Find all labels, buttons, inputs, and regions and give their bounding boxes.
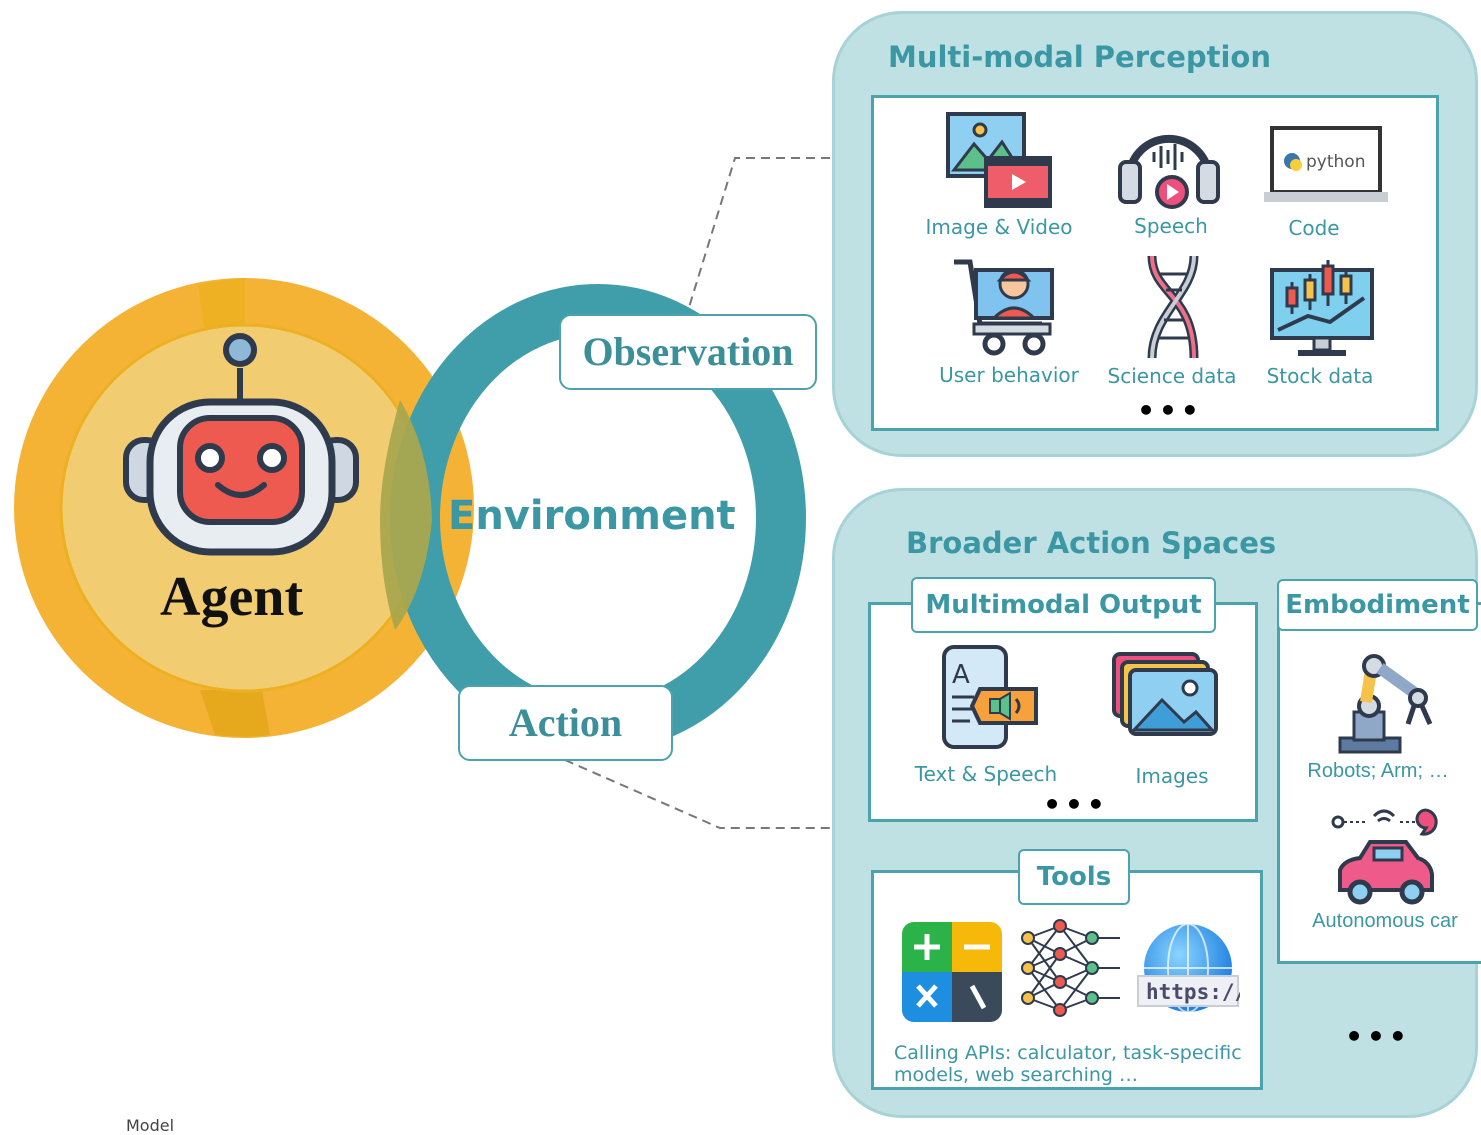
- action-spaces-title: Broader Action Spaces: [906, 526, 1277, 560]
- agent-label: Agent: [160, 566, 304, 628]
- footnote: Model: [126, 1116, 175, 1135]
- science-data-label: Science data: [1107, 364, 1237, 388]
- perception-more: •••: [1137, 394, 1203, 427]
- action-connector: [564, 759, 850, 829]
- environment-label: Environment: [448, 493, 736, 539]
- web-globe-icon: https://: [1137, 923, 1240, 1013]
- agent-ring-segment: [198, 278, 245, 333]
- robot-icon: [123, 333, 359, 556]
- action-label: Action: [458, 685, 673, 761]
- laptop-python-icon: python: [1264, 126, 1388, 202]
- neural-network-icon: [1021, 919, 1120, 1017]
- images-icon: [1112, 652, 1218, 736]
- observation-label: Observation: [559, 314, 817, 390]
- stock-data-label: Stock data: [1266, 364, 1374, 388]
- code-label: Code: [1288, 216, 1340, 240]
- robots-label: Robots; Arm; …: [1307, 760, 1449, 782]
- multimodal-output-title: Multimodal Output: [911, 577, 1216, 633]
- shopping-cart-user-icon: [954, 259, 1054, 356]
- url-text: https://: [1146, 980, 1240, 1004]
- headphones-icon: [1118, 134, 1220, 209]
- autonomous-car-icon: [1331, 808, 1438, 905]
- calculator-icon: [902, 922, 1002, 1022]
- text-speech-icon: A: [942, 645, 1038, 749]
- text-speech-label: Text & Speech: [914, 762, 1058, 786]
- agent-ring-segment-bottom: [200, 690, 270, 737]
- code-screen-text: python: [1306, 152, 1365, 172]
- embodiment-title: Embodiment: [1277, 579, 1478, 631]
- svg-text:A: A: [952, 660, 970, 690]
- tools-title: Tools: [1018, 849, 1130, 905]
- multimodal-output-more: •••: [1043, 788, 1109, 821]
- image-video-label: Image & Video: [925, 215, 1073, 239]
- images-label: Images: [1135, 764, 1209, 788]
- observation-connector: [681, 157, 845, 331]
- image-video-icon: [946, 112, 1052, 208]
- stock-chart-icon: [1270, 260, 1374, 356]
- dna-icon: [1147, 255, 1199, 359]
- embodiment-more: •••: [1345, 1020, 1411, 1053]
- tools-description: Calling APIs: calculator, task-specific …: [894, 1042, 1242, 1086]
- user-behavior-label: User behavior: [939, 363, 1079, 387]
- autonomous-car-label: Autonomous car: [1312, 910, 1458, 932]
- perception-title: Multi-modal Perception: [888, 40, 1272, 74]
- overlap-lens: [380, 400, 432, 630]
- speech-label: Speech: [1134, 214, 1208, 238]
- robot-arm-icon: [1338, 654, 1433, 754]
